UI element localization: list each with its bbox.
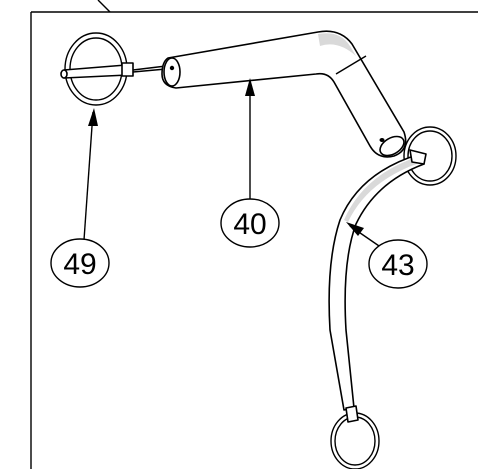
part-49-pin-shaft xyxy=(63,64,129,79)
frame-corner-stroke xyxy=(97,0,111,13)
part-40-bent-tube xyxy=(161,30,407,158)
part-49-ring-pin xyxy=(60,32,167,106)
callout-40: 40 xyxy=(220,198,280,248)
part-43-bottom-ring-inner xyxy=(334,416,376,466)
part-49-wire-2 xyxy=(132,68,167,73)
arrow-40 xyxy=(245,78,255,96)
part-43-top-tab xyxy=(409,149,427,165)
part-49-pin-clip xyxy=(121,62,134,77)
callout-43: 43 xyxy=(368,239,428,289)
callout-43-bubble xyxy=(368,239,428,289)
callout-40-bubble xyxy=(220,198,280,248)
part-49-pin-tip xyxy=(60,69,68,79)
part-40-hole xyxy=(169,65,175,71)
part-43-top-ring-inner xyxy=(407,130,453,182)
callout-40-label: 40 xyxy=(233,208,266,241)
part-40-hole-2 xyxy=(379,138,385,142)
callout-49: 49 xyxy=(50,238,110,288)
frame xyxy=(30,0,478,469)
part-49-wire xyxy=(132,65,167,71)
arrow-49 xyxy=(88,108,98,126)
part-40-tube-body xyxy=(161,30,407,158)
callout-43-label: 43 xyxy=(381,249,414,282)
part-40-tube-opening xyxy=(379,135,405,157)
callout-49-label: 49 xyxy=(63,248,96,281)
part-43-top-ring-outer xyxy=(403,126,457,186)
part-43-bottom-tab xyxy=(345,405,359,423)
part-40-tube-end xyxy=(163,57,181,87)
arrow-43 xyxy=(346,222,364,236)
part-40-bend-seam xyxy=(335,55,367,75)
callout-49-bubble xyxy=(50,238,110,288)
part-43-spring-strip xyxy=(328,126,457,469)
leader-49 xyxy=(83,111,94,241)
part-40-bend-shade xyxy=(318,33,356,56)
